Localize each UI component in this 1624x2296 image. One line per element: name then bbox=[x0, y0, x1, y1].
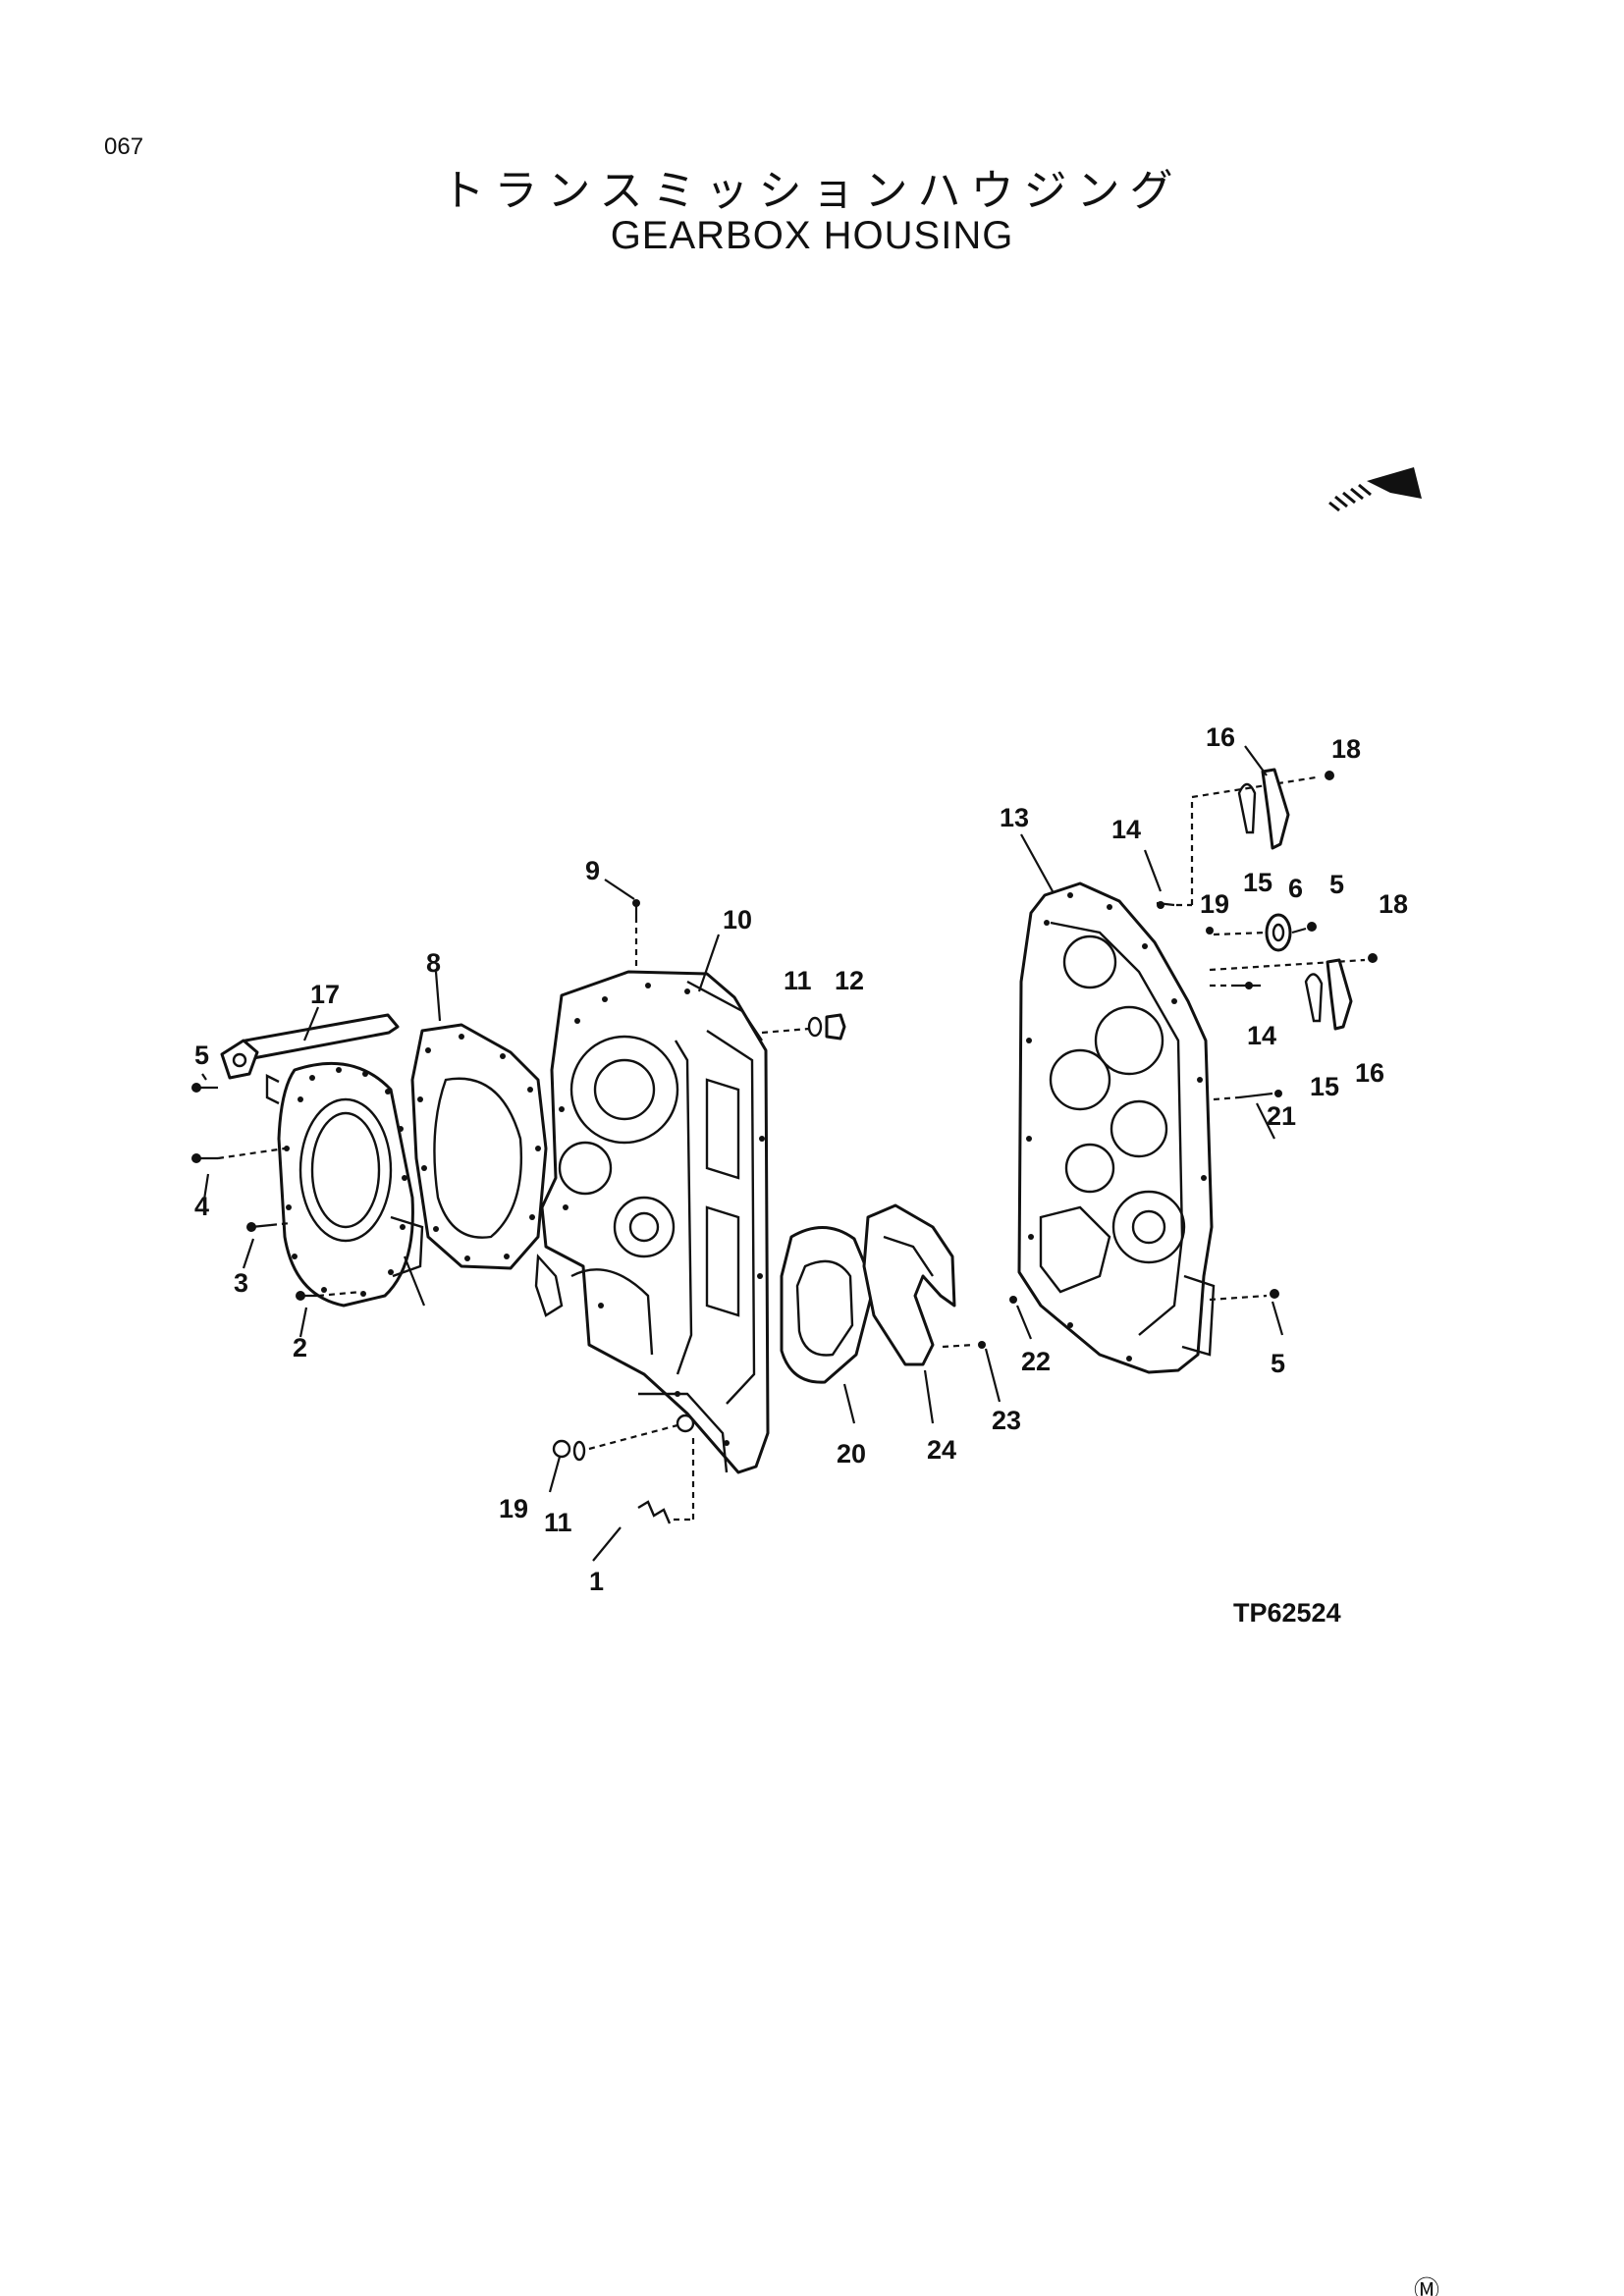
part-14-15-16-18-lower bbox=[1209, 953, 1378, 1031]
callout-18-top: 18 bbox=[1331, 734, 1361, 764]
part-9-bolt bbox=[604, 879, 640, 972]
page-number: 067 bbox=[104, 133, 144, 160]
part-11-12-plug bbox=[761, 1013, 846, 1041]
callout-11-bottom: 11 bbox=[544, 1508, 572, 1537]
front-direction-arrow-icon bbox=[1328, 467, 1422, 512]
part-8-gasket bbox=[410, 1023, 548, 1270]
callout-6: 6 bbox=[1288, 874, 1303, 903]
corner-mark: Ⓜ bbox=[1414, 2276, 1439, 2296]
callout-16-lower: 16 bbox=[1355, 1058, 1384, 1088]
callout-8: 8 bbox=[426, 948, 441, 978]
callout-11-top: 11 bbox=[784, 966, 812, 995]
callout-15-lower: 15 bbox=[1310, 1072, 1339, 1101]
part-24-shroud bbox=[862, 1203, 956, 1424]
callout-23: 23 bbox=[992, 1406, 1021, 1435]
part-cover-plate-left bbox=[265, 1061, 426, 1308]
title-japanese: トランスミッションハウジング bbox=[441, 166, 1183, 216]
callout-15-top: 15 bbox=[1243, 868, 1272, 897]
callout-2: 2 bbox=[293, 1333, 307, 1362]
reference-code: TP62524 bbox=[1233, 1598, 1341, 1628]
part-19-6-5-right bbox=[1206, 913, 1317, 952]
callout-24: 24 bbox=[927, 1435, 956, 1465]
title-english: GEARBOX HOUSING bbox=[610, 214, 1014, 257]
part-3-bolt bbox=[246, 1221, 292, 1232]
part-20-seal bbox=[780, 1226, 876, 1424]
callout-13: 13 bbox=[1000, 803, 1029, 832]
callout-20: 20 bbox=[837, 1439, 866, 1468]
part-21-bolt bbox=[1213, 1090, 1282, 1140]
callout-14-top: 14 bbox=[1111, 815, 1141, 844]
callout-9: 9 bbox=[585, 856, 600, 885]
part-2-bolt bbox=[296, 1290, 362, 1301]
part-22-5-bottom bbox=[1009, 1289, 1284, 1340]
callout-1: 1 bbox=[589, 1567, 604, 1596]
part-4-bolt bbox=[191, 1147, 286, 1163]
callout-21: 21 bbox=[1267, 1101, 1296, 1131]
part-10-main-housing bbox=[534, 934, 770, 1474]
callout-4: 4 bbox=[194, 1192, 209, 1221]
part-5-bolt-left bbox=[191, 1083, 218, 1093]
callout-22: 22 bbox=[1021, 1347, 1051, 1376]
callout-5-left: 5 bbox=[194, 1041, 209, 1070]
callout-17: 17 bbox=[310, 980, 340, 1009]
callout-14-lower: 14 bbox=[1247, 1021, 1276, 1050]
part-17-pipe bbox=[220, 1013, 400, 1080]
callout-19-right: 19 bbox=[1200, 889, 1229, 919]
callout-10: 10 bbox=[723, 905, 752, 934]
part-19-11-1-bottom bbox=[552, 1414, 695, 1562]
part-14-15-16-18-top bbox=[1143, 745, 1334, 909]
part-13-rear-housing bbox=[1017, 833, 1216, 1374]
callout-5-bottom: 5 bbox=[1271, 1349, 1285, 1378]
callout-16-top: 16 bbox=[1206, 722, 1235, 752]
callout-3: 3 bbox=[234, 1268, 248, 1298]
callout-5-right: 5 bbox=[1329, 870, 1344, 899]
part-23-bolt bbox=[942, 1341, 1001, 1403]
callout-18-lower: 18 bbox=[1379, 889, 1408, 919]
callout-12: 12 bbox=[835, 966, 864, 995]
callout-19-bottom: 19 bbox=[499, 1494, 528, 1523]
